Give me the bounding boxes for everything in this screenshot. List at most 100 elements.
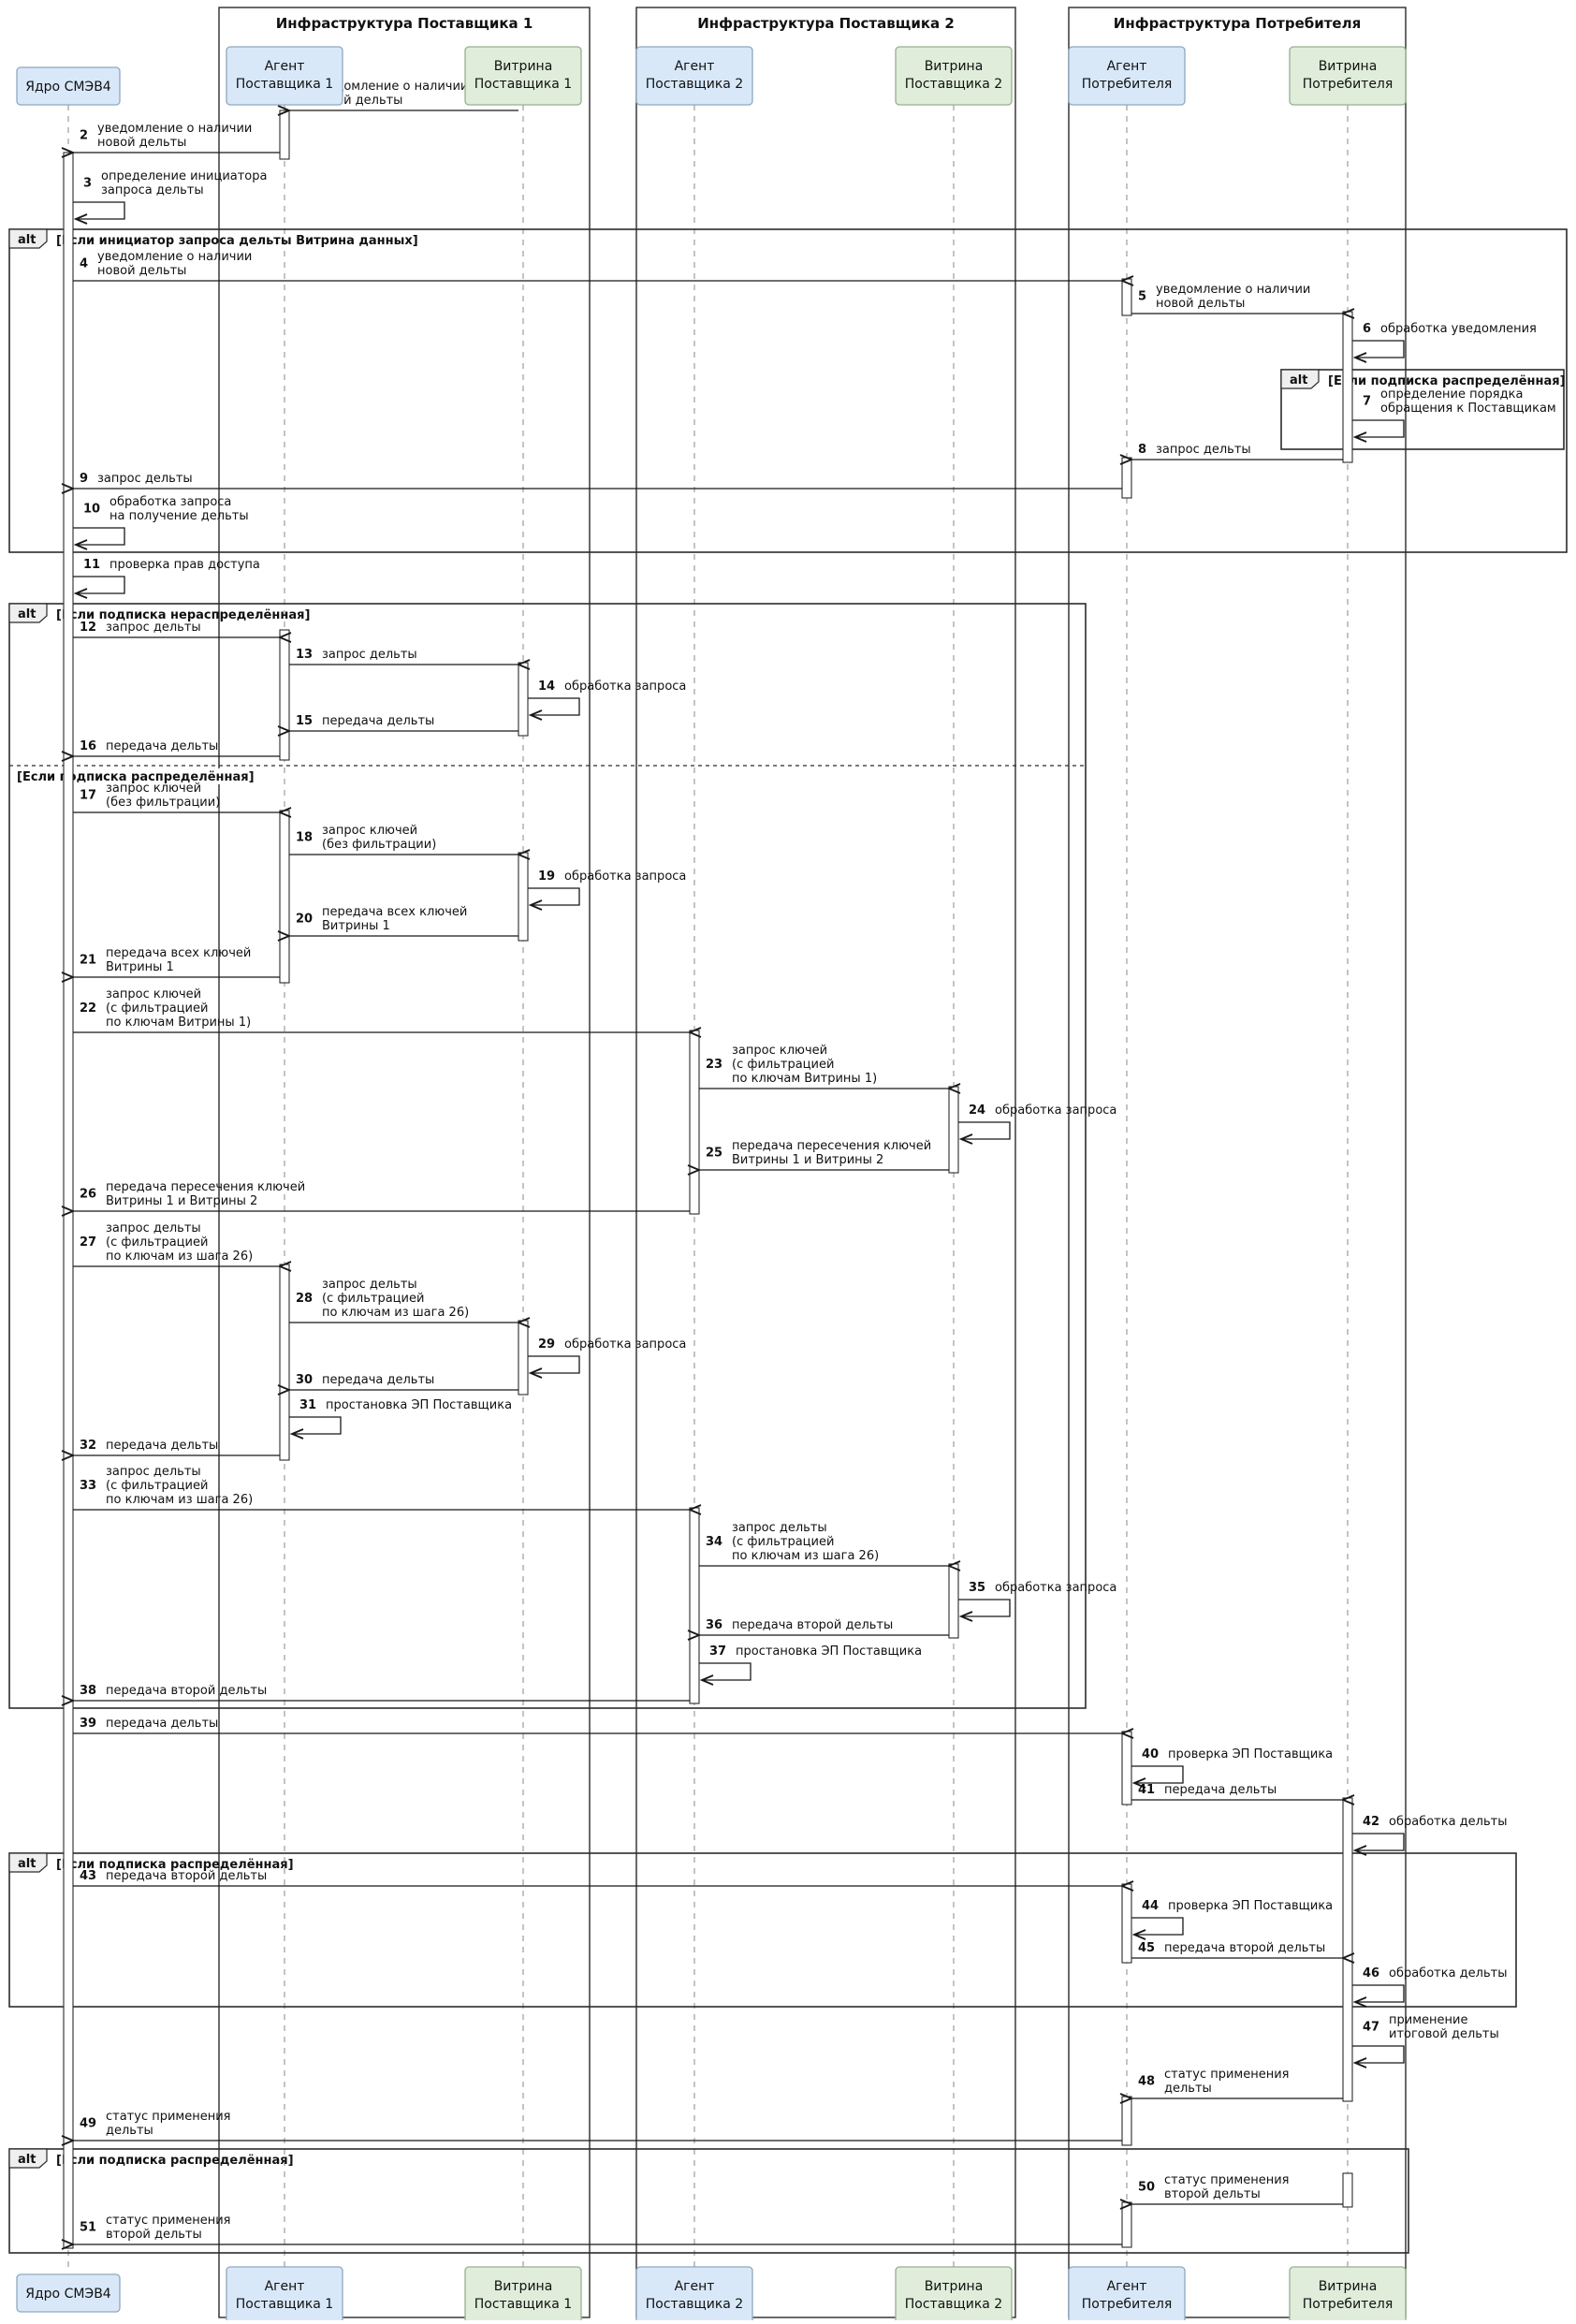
activation-bar-vitrina1-7: [518, 1320, 529, 1396]
message-label-5: новой дельты: [1156, 297, 1245, 311]
self-message-arrowhead-29: [528, 1367, 543, 1379]
participant-label-bottom-core: Ядро СМЭВ4: [25, 2287, 111, 2302]
message-label-22: по ключам Витрины 1): [106, 1016, 251, 1030]
message-label-27: запрос дельты: [106, 1221, 201, 1235]
message-arrowhead-9: [61, 483, 76, 494]
infrastructure-title-3: Инфраструктура Потребителя: [1114, 15, 1361, 32]
participant-label-top-agent2: Поставщика 2: [646, 77, 743, 92]
self-message-line-10: [73, 527, 125, 546]
message-number-15: 15: [296, 714, 313, 728]
participant-box-bottom-agentC: [1068, 2266, 1186, 2324]
alt-frame-guard-3: [Если подписка нераспределённая]: [56, 608, 310, 622]
alt-frame-1: [8, 228, 1568, 553]
self-message-arrowhead-24: [958, 1133, 973, 1145]
alt-frame-tab-3: [8, 603, 48, 623]
self-message-line-47: [1352, 2045, 1405, 2064]
message-label-33: запрос дельты: [106, 1465, 201, 1479]
self-message-line-46: [1352, 1984, 1405, 2003]
self-message-line-37: [699, 1662, 752, 1681]
message-number-9: 9: [80, 472, 88, 486]
message-number-20: 20: [296, 913, 313, 927]
message-label-47: итоговой дельты: [1389, 2027, 1499, 2041]
message-label-11: проверка прав доступа: [109, 558, 260, 572]
activation-bar-agentC-17: [1121, 2201, 1132, 2248]
participant-label-bottom-agent2: Агент: [675, 2279, 715, 2294]
participant-label-bottom-agent1: Агент: [265, 2279, 305, 2294]
infrastructure-title-2: Инфраструктура Поставщика 2: [697, 15, 955, 32]
participant-box-top-agent1: [226, 46, 343, 106]
message-label-21: Витрины 1: [106, 960, 174, 974]
message-number-17: 17: [80, 789, 96, 803]
participant-label-top-agent1: Агент: [265, 59, 305, 74]
self-message-arrowhead-14: [528, 709, 543, 721]
message-arrowhead-38: [61, 1695, 76, 1706]
participant-label-top-vitrina1: Витрина: [494, 59, 553, 74]
message-number-19: 19: [538, 870, 555, 884]
message-arrowhead-28: [516, 1317, 531, 1328]
message-label-8: запрос дельты: [1156, 443, 1251, 457]
self-message-arrowhead-31: [289, 1428, 304, 1440]
message-arrowhead-25: [687, 1164, 702, 1176]
message-label-27: по ключам из шага 26): [106, 1250, 253, 1264]
message-arrowhead-21: [61, 972, 76, 983]
message-label-14: обработка запроса: [564, 680, 686, 694]
participant-label-top-vitrinaC: Витрина: [1319, 59, 1378, 74]
self-message-arrowhead-44: [1131, 1929, 1146, 1940]
message-label-23: (с фильтрацией: [732, 1058, 834, 1072]
message-number-32: 32: [80, 1439, 96, 1453]
message-label-32: передача дельты: [106, 1439, 218, 1453]
activation-bar-core-0: [63, 152, 74, 2249]
message-number-18: 18: [296, 831, 313, 845]
message-label-26: передача пересечения ключей: [106, 1180, 305, 1194]
message-number-48: 48: [1138, 2075, 1155, 2089]
message-label-38: передача второй дельты: [106, 1684, 267, 1698]
participant-label-bottom-vitrina1: Витрина: [494, 2279, 553, 2294]
self-message-arrowhead-6: [1352, 352, 1367, 363]
self-message-line-35: [958, 1599, 1011, 1617]
self-message-arrowhead-40: [1131, 1777, 1146, 1789]
message-number-31: 31: [299, 1398, 316, 1412]
alt-frame-else-guard-3: [Если подписка распределённая]: [17, 770, 255, 784]
participant-label-top-vitrina2: Поставщика 2: [905, 77, 1002, 92]
message-label-7: определение порядка: [1380, 387, 1523, 402]
message-number-42: 42: [1363, 1815, 1379, 1829]
message-number-37: 37: [709, 1644, 726, 1659]
message-number-16: 16: [80, 739, 96, 753]
message-arrowhead-20: [277, 930, 292, 942]
participant-label-top-agentC: Потребителя: [1082, 77, 1173, 92]
alt-frame-guard-2: [Если подписка распределённая]: [1328, 374, 1566, 388]
message-arrowhead-45: [1340, 1952, 1355, 1964]
message-label-22: запрос ключей: [106, 987, 201, 1001]
self-message-arrowhead-7: [1352, 431, 1367, 443]
message-label-10: обработка запроса: [109, 495, 231, 509]
message-label-37: простановка ЭП Поставщика: [736, 1644, 922, 1659]
message-label-34: (с фильтрацией: [732, 1535, 834, 1549]
message-arrowhead-39: [1119, 1728, 1134, 1739]
message-label-28: запрос дельты: [322, 1278, 417, 1292]
message-number-40: 40: [1142, 1747, 1159, 1761]
participant-label-bottom-vitrinaC: Потребителя: [1303, 2297, 1394, 2312]
message-label-19: обработка запроса: [564, 870, 686, 884]
message-label-3: запроса дельты: [101, 183, 204, 197]
message-number-6: 6: [1363, 322, 1371, 336]
message-label-36: передача второй дельты: [732, 1618, 893, 1632]
participant-box-top-agentC: [1068, 46, 1186, 106]
alt-frame-4: [8, 1852, 1517, 2008]
self-message-line-6: [1352, 340, 1405, 358]
message-label-16: передача дельты: [106, 739, 218, 753]
participant-box-bottom-vitrina1: [464, 2266, 582, 2324]
alt-frame-tab-5: [8, 2148, 48, 2169]
message-label-31: простановка ЭП Поставщика: [326, 1398, 512, 1412]
message-number-23: 23: [706, 1058, 722, 1072]
message-number-30: 30: [296, 1373, 313, 1387]
activation-bar-agent2-9: [689, 1507, 700, 1704]
self-message-arrowhead-46: [1352, 1996, 1367, 2008]
message-arrowhead-8: [1119, 454, 1134, 465]
activation-bar-agentC-16: [1121, 2096, 1132, 2146]
self-message-arrowhead-10: [73, 539, 88, 550]
message-number-4: 4: [80, 257, 88, 271]
activation-bar-vitrinaC-18: [1342, 311, 1353, 463]
message-label-42: обработка дельты: [1389, 1815, 1507, 1829]
activation-bar-vitrina1-5: [518, 662, 529, 737]
